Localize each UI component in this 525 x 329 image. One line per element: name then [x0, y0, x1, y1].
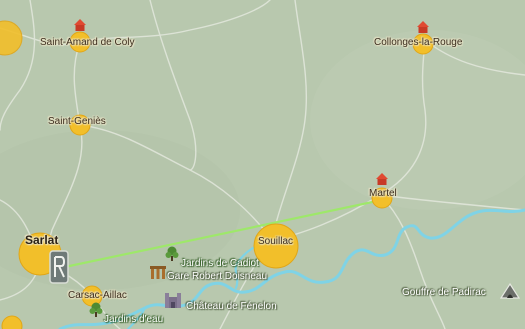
town-label-saint-genies[interactable]: Saint-Geniès — [48, 116, 106, 127]
route-line — [59, 198, 383, 270]
garden-icon[interactable] — [89, 302, 103, 318]
town-markers — [0, 20, 434, 329]
station-icon[interactable] — [150, 266, 166, 280]
town-marker-bottom-left — [1, 315, 23, 329]
poi-label-chateau-fenelon[interactable]: Château de Fénelon — [186, 301, 277, 312]
garden-icon[interactable] — [165, 246, 179, 262]
castle-icon[interactable] — [416, 20, 430, 34]
castle-icon[interactable] — [73, 18, 87, 32]
town-label-martel[interactable]: Martel — [369, 188, 397, 199]
town-label-souillac[interactable]: Souillac — [258, 236, 294, 247]
town-label-saint-amand[interactable]: Saint-Amand de Coly — [40, 37, 135, 48]
town-marker-saint-amand — [69, 31, 91, 53]
poi-label-gare[interactable]: Gare Robert Doisneau — [167, 271, 268, 282]
town-label-carsac[interactable]: Carsac-Aillac — [68, 290, 127, 301]
castle-icon[interactable] — [375, 172, 389, 186]
town-marker-martel — [371, 187, 393, 209]
poi-label-gouffre-padirac[interactable]: Gouffre de Padirac — [402, 287, 486, 298]
poi-label-jardins-eau[interactable]: Jardins d'eau — [104, 314, 164, 325]
town-marker-left-edge — [0, 20, 23, 56]
town-marker-saint-genies — [69, 114, 91, 136]
town-marker-collonges — [412, 33, 434, 55]
town-label-collonges[interactable]: Collonges-la-Rouge — [374, 37, 463, 48]
poi-label-jardins-cadiot[interactable]: Jardins de Cadiot — [181, 258, 259, 269]
car-icon[interactable] — [49, 250, 69, 284]
town-label-sarlat[interactable]: Sarlat — [25, 233, 59, 247]
cave-icon[interactable] — [500, 283, 520, 299]
town-marker-souillac — [253, 223, 299, 269]
chateau-icon[interactable] — [164, 291, 182, 309]
